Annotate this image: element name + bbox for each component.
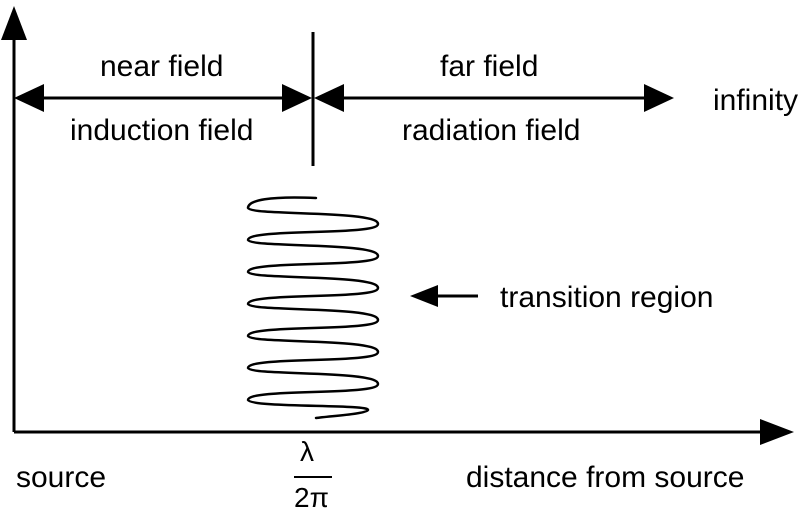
far-field-arrowhead-right <box>644 84 674 112</box>
source-label: source <box>16 461 107 494</box>
radiation-field-label: radiation field <box>402 114 581 147</box>
transition-region-label: transition region <box>500 281 714 314</box>
lambda-numerator: λ <box>300 436 314 467</box>
near-field-arrowhead-right <box>282 84 312 112</box>
far-field-label: far field <box>440 50 539 83</box>
near-field-label: near field <box>100 50 224 83</box>
horizontal-axis-arrowhead <box>760 419 794 445</box>
induction-field-label: induction field <box>70 114 254 147</box>
transition-arrowhead <box>410 285 438 307</box>
far-field-arrowhead-left <box>314 84 344 112</box>
near-field-arrowhead-left <box>14 84 44 112</box>
distance-from-source-label: distance from source <box>466 461 745 494</box>
lambda-denominator: 2π <box>294 482 329 513</box>
transition-region-coil <box>246 196 380 420</box>
infinity-label: infinity <box>713 84 799 117</box>
vertical-axis-arrowhead <box>1 6 27 40</box>
